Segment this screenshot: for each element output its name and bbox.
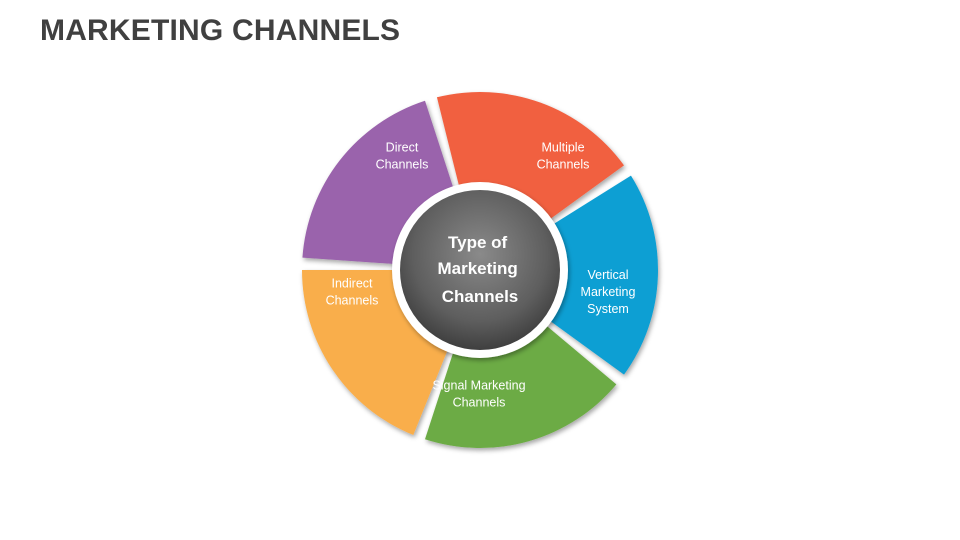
segment-label-line: Channels [376,158,429,172]
page-title: MARKETING CHANNELS [40,14,401,47]
segment-label-line: Channels [537,158,590,172]
center-label-line: Marketing [437,259,517,278]
segment-label-line: Indirect [332,277,374,291]
center-label-line: Channels [442,287,519,306]
segment-multiple [302,100,456,265]
segment-label-line: System [587,302,629,316]
segment-label-line: Channels [453,396,506,410]
center-label: Type of Marketing Channels [437,233,522,306]
segment-label-line: Multiple [541,141,584,155]
segment-vertical [436,92,625,223]
segment-label-line: Signal Marketing [432,379,525,393]
segment-label-line: Direct [386,141,419,155]
segment-label-line: Channels [326,294,379,308]
segment-label-line: Vertical [588,268,629,282]
center-label-line: Type of [448,233,508,252]
segment-signal [544,175,658,375]
segment-direct [302,270,451,436]
center-circle [400,190,560,350]
segment-label-line: Marketing [581,285,636,299]
